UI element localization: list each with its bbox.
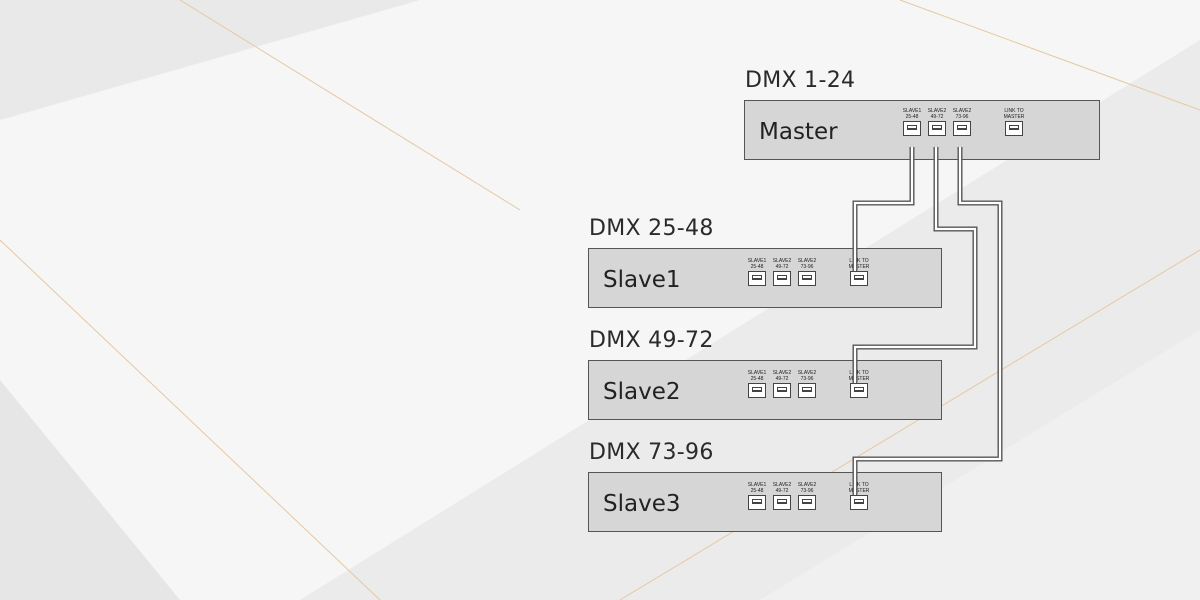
port-label: SLAVE1 25-48	[747, 482, 767, 494]
rj45-jack-icon	[953, 121, 971, 136]
port-slave2[interactable]: SLAVE2 49-72	[927, 108, 947, 136]
port-label: SLAVE1 25-48	[747, 258, 767, 270]
rj45-jack-icon	[903, 121, 921, 136]
device-name-master: Master	[759, 119, 838, 145]
port-slave1[interactable]: SLAVE1 25-48	[747, 370, 767, 398]
port-label: SLAVE2 73-96	[952, 108, 972, 120]
port-link-to-master[interactable]: LINK TO MASTER	[849, 482, 869, 510]
rj45-jack-icon	[773, 495, 791, 510]
dmx-range-label-slave1: DMX 25-48	[589, 216, 714, 241]
port-label: SLAVE2 73-96	[797, 258, 817, 270]
port-label: SLAVE2 73-96	[797, 370, 817, 382]
port-label: LINK TO MASTER	[848, 370, 870, 382]
dmx-range-label-slave2: DMX 49-72	[589, 328, 714, 353]
rj45-jack-icon	[748, 271, 766, 286]
rj45-jack-icon	[773, 383, 791, 398]
port-label: SLAVE2 49-72	[772, 258, 792, 270]
device-slave1: Slave1 SLAVE1 25-48 SLAVE2 49-72 SLAVE2 …	[588, 248, 942, 308]
port-link-to-master[interactable]: LINK TO MASTER	[1004, 108, 1024, 136]
rj45-jack-icon	[850, 383, 868, 398]
device-slave2: Slave2 SLAVE1 25-48 SLAVE2 49-72 SLAVE2 …	[588, 360, 942, 420]
rj45-jack-icon	[798, 383, 816, 398]
port-slave1[interactable]: SLAVE1 25-48	[902, 108, 922, 136]
port-slave3[interactable]: SLAVE2 73-96	[797, 482, 817, 510]
port-link-to-master[interactable]: LINK TO MASTER	[849, 258, 869, 286]
port-label: SLAVE2 49-72	[772, 482, 792, 494]
rj45-jack-icon	[928, 121, 946, 136]
port-slave2[interactable]: SLAVE2 49-72	[772, 370, 792, 398]
port-link-to-master[interactable]: LINK TO MASTER	[849, 370, 869, 398]
rj45-jack-icon	[798, 271, 816, 286]
dmx-range-label-slave3: DMX 73-96	[589, 440, 714, 465]
device-name-slave3: Slave3	[603, 491, 681, 517]
rj45-jack-icon	[1005, 121, 1023, 136]
port-label: LINK TO MASTER	[848, 258, 870, 270]
port-label: SLAVE2 49-72	[927, 108, 947, 120]
port-slave1[interactable]: SLAVE1 25-48	[747, 258, 767, 286]
dmx-range-label-master: DMX 1-24	[745, 68, 856, 93]
port-slave2[interactable]: SLAVE2 49-72	[772, 258, 792, 286]
port-label: LINK TO MASTER	[1003, 108, 1025, 120]
port-slave2[interactable]: SLAVE2 49-72	[772, 482, 792, 510]
rj45-jack-icon	[748, 383, 766, 398]
rj45-jack-icon	[850, 495, 868, 510]
device-slave3: Slave3 SLAVE1 25-48 SLAVE2 49-72 SLAVE2 …	[588, 472, 942, 532]
port-label: LINK TO MASTER	[848, 482, 870, 494]
device-master: Master SLAVE1 25-48 SLAVE2 49-72 SLAVE2 …	[744, 100, 1100, 160]
device-name-slave2: Slave2	[603, 379, 681, 405]
port-label: SLAVE1 25-48	[747, 370, 767, 382]
port-slave3[interactable]: SLAVE2 73-96	[797, 258, 817, 286]
port-slave3[interactable]: SLAVE2 73-96	[797, 370, 817, 398]
port-slave1[interactable]: SLAVE1 25-48	[747, 482, 767, 510]
rj45-jack-icon	[798, 495, 816, 510]
port-slave3[interactable]: SLAVE2 73-96	[952, 108, 972, 136]
rj45-jack-icon	[773, 271, 791, 286]
port-label: SLAVE2 49-72	[772, 370, 792, 382]
device-name-slave1: Slave1	[603, 267, 681, 293]
rj45-jack-icon	[748, 495, 766, 510]
port-label: SLAVE2 73-96	[797, 482, 817, 494]
port-label: SLAVE1 25-48	[902, 108, 922, 120]
rj45-jack-icon	[850, 271, 868, 286]
